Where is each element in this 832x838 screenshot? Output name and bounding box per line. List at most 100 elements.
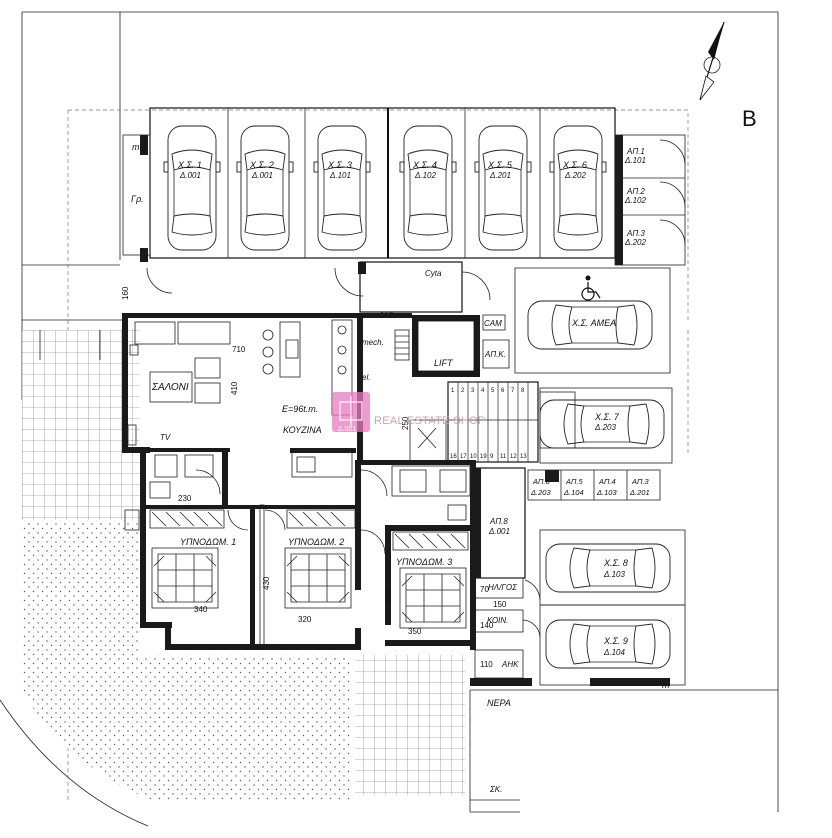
storage-owner: Δ.203 <box>530 488 551 497</box>
stair-number: 3 <box>471 388 475 394</box>
storage-owner: Δ.202 <box>624 238 646 247</box>
parking-owner: Δ.202 <box>564 171 586 180</box>
parking-owner: Δ.103 <box>603 570 625 579</box>
stair-number: 1 <box>451 388 455 394</box>
living-furniture <box>124 319 467 531</box>
apartment-badge: Δ.001 <box>338 426 356 433</box>
cam-label: CAM <box>484 319 502 328</box>
water-label: ΝΕΡΑ <box>487 698 511 708</box>
dim-150: 150 <box>493 600 507 609</box>
parking-area-top <box>122 107 616 262</box>
stair-number: 19 <box>480 454 487 460</box>
parking-owner: Δ.102 <box>414 171 436 180</box>
stair-number: 4 <box>481 388 485 394</box>
parking-label: Χ.Σ. 8 <box>603 558 628 568</box>
storage-label: ΑΠ.1 <box>626 147 645 156</box>
living-room-label: ΣΑΛΟΝΙ <box>151 382 189 393</box>
m-marker: m <box>662 680 670 690</box>
parking-owner: Δ.201 <box>489 171 511 180</box>
storage-owner: Δ.001 <box>488 527 510 536</box>
storage-label: ΑΠ.8 <box>489 517 508 526</box>
area-label: E=96t.m. <box>282 404 318 414</box>
parking-label: Χ.Σ. 3 <box>327 160 352 170</box>
parking-owner: Δ.101 <box>329 171 351 180</box>
lift-core: LIFT CAM ΑΠ.Κ. <box>394 314 510 377</box>
dim-710: 710 <box>232 345 246 354</box>
dim-430: 430 <box>262 576 271 590</box>
storage-owner: Δ.102 <box>624 196 646 205</box>
el-label: el. <box>362 373 370 382</box>
dim-340: 340 <box>194 605 208 614</box>
parking-labels-top: Χ.Σ. 1 Δ.001 Χ.Σ. 2 Δ.001 Χ.Σ. 3 Δ.101 Χ… <box>131 142 587 204</box>
parking-right: Χ.Σ. 7 Δ.203 Χ.Σ. 8 Δ.103 Χ.Σ. 9 Δ.104 <box>539 387 686 686</box>
parking-label: Χ.Σ. 9 <box>603 636 628 646</box>
storage-8-utilities: ΑΠ.8 Δ.001 ΗΛ/ΓΟΣ ΚΟΙΝ. ΑΗΚ ΝΕΡΑ ΣΚ. m 7… <box>470 467 670 794</box>
storage-owner: Δ.201 <box>629 488 650 497</box>
site-boundary <box>0 11 779 827</box>
parking-owner: Δ.104 <box>603 648 625 657</box>
wheelchair-icon <box>581 275 601 301</box>
accessible-parking-label: Χ.Σ. ΑΜΕΑ <box>571 318 616 328</box>
storage-label: ΑΠ.3 <box>631 477 650 486</box>
mailbox-label: Γρ. <box>131 194 144 204</box>
dim-230: 230 <box>178 494 192 503</box>
stair-number: 16 <box>450 454 457 460</box>
apk-label: ΑΠ.Κ. <box>484 350 506 359</box>
parking-label: Χ.Σ. 5 <box>487 160 513 170</box>
watermark-logo: Δ.001 REAL ESTATE SHOP <box>332 392 486 433</box>
storage-owner: Δ.103 <box>596 488 617 497</box>
dim-350: 350 <box>408 627 422 636</box>
dim-320: 320 <box>298 615 312 624</box>
stair-number: 17 <box>460 454 467 460</box>
stair-number: 5 <box>491 388 495 394</box>
storage-owner: Δ.101 <box>624 156 646 165</box>
bedroom-3-label: ΥΠΝΟΔΩΜ. 3 <box>396 557 452 567</box>
stair-number: 10 <box>470 454 477 460</box>
stair-number: 9 <box>490 454 494 460</box>
room-labels: ΣΑΛΟΝΙ TV E=96t.m. ΚΟΥΖΙΝΑ mech. el. 710… <box>151 338 384 503</box>
sk-label: ΣΚ. <box>489 785 502 794</box>
stair-number: 11 <box>500 454 507 460</box>
kitchen-label: ΚΟΥΖΙΝΑ <box>283 425 322 435</box>
storage-label: ΑΠ.3 <box>626 229 645 238</box>
dim-250: 250 <box>401 416 410 430</box>
cyta-label: Cyta <box>425 269 442 278</box>
stair-number: 2 <box>461 388 465 394</box>
storage-top: ΑΠ.1 Δ.101 ΑΠ.2 Δ.102 ΑΠ.3 Δ.202 <box>614 134 686 266</box>
ahk-label: ΑΗΚ <box>501 660 519 669</box>
watermark-text: REAL ESTATE SHOP <box>374 415 486 427</box>
storage-label: ΑΠ.4 <box>598 477 616 486</box>
storage-label: ΑΠ.5 <box>565 477 584 486</box>
bedroom-1-label: ΥΠΝΟΔΩΜ. 1 <box>180 537 236 547</box>
dim-410: 410 <box>230 381 239 395</box>
common-room-label: ΚΟΙΝ. <box>487 616 508 625</box>
stair-number: 13 <box>520 454 527 460</box>
parking-label: Χ.Σ. 2 <box>249 160 274 170</box>
staircase: 250 <box>401 381 576 463</box>
storage-label: ΑΠ.6 <box>532 477 551 486</box>
stair-number: 6 <box>501 388 505 394</box>
stair-number: 12 <box>510 454 517 460</box>
parking-label: Χ.Σ. 1 <box>177 160 202 170</box>
lift-label: LIFT <box>434 358 454 368</box>
bedrooms: ΥΠΝΟΔΩΜ. 1 ΥΠΝΟΔΩΜ. 2 ΥΠΝΟΔΩΜ. 3 340 430… <box>149 509 469 636</box>
north-letter: B <box>742 106 757 131</box>
tv-label: TV <box>160 433 171 442</box>
bedroom-2-label: ΥΠΝΟΔΩΜ. 2 <box>288 537 344 547</box>
m-marker: m <box>132 142 140 152</box>
dim-140: 140 <box>480 621 494 630</box>
parking-owner: Δ.203 <box>594 423 616 432</box>
dim-160: 160 <box>121 286 130 300</box>
parking-label: Χ.Σ. 7 <box>594 412 620 422</box>
parking-label: Χ.Σ. 6 <box>562 160 587 170</box>
parking-label: Χ.Σ. 4 <box>412 160 437 170</box>
parking-owner: Δ.001 <box>251 171 273 180</box>
storage-owner: Δ.104 <box>563 488 584 497</box>
entrance-lobby: Cyta 150 160 <box>121 261 491 320</box>
accessible-parking: Χ.Σ. ΑΜΕΑ <box>514 267 671 374</box>
electric-room-label: ΗΛ/ΓΟΣ <box>488 583 518 592</box>
storage-label: ΑΠ.2 <box>626 187 645 196</box>
apartment-walls <box>122 313 476 650</box>
